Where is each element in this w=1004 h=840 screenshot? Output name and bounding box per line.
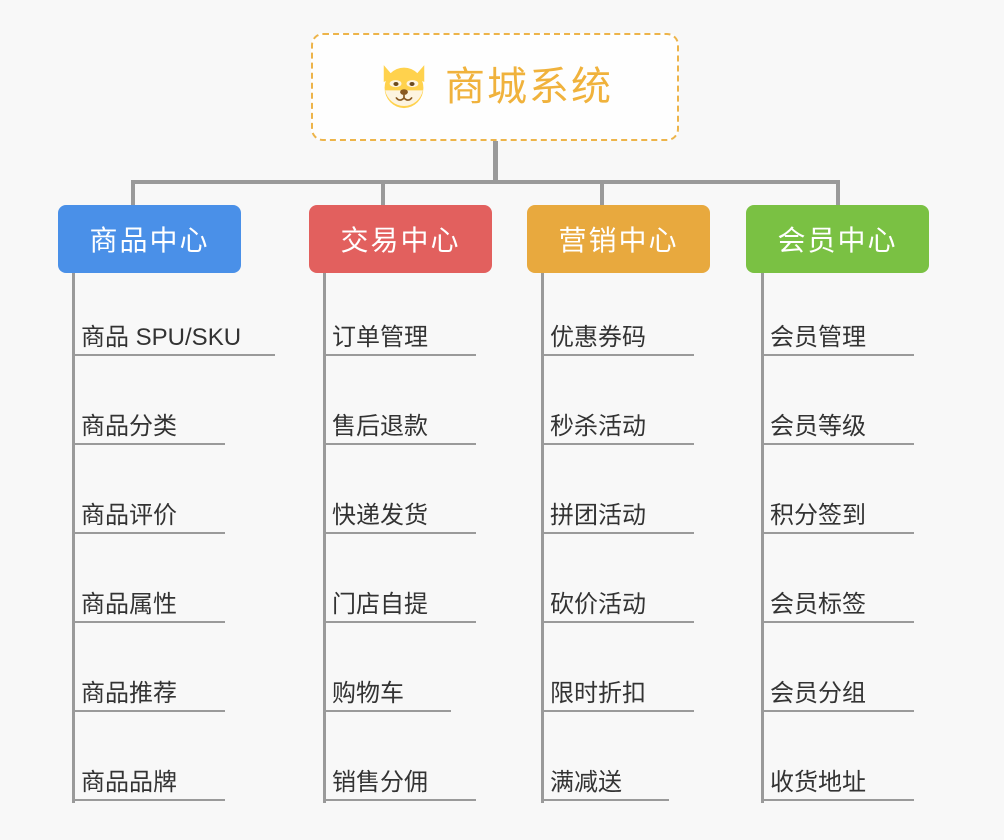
category-header-trade-center[interactable]: 交易中心 (309, 205, 492, 273)
leaf-item[interactable]: 会员等级 (764, 399, 914, 445)
leaf-item[interactable]: 秒杀活动 (544, 399, 694, 445)
leaf-item[interactable]: 会员分组 (764, 666, 914, 712)
root-title: 商城系统 (445, 65, 613, 109)
connector-root-stem (493, 141, 498, 183)
leaf-item[interactable]: 收货地址 (764, 755, 914, 801)
category-label: 交易中心 (340, 225, 461, 256)
leaf-label: 拼团活动 (550, 501, 646, 529)
category-header-marketing-center[interactable]: 营销中心 (527, 205, 710, 273)
leaf-item[interactable]: 销售分佣 (326, 755, 476, 801)
leaf-item[interactable]: 商品 SPU/SKU (75, 310, 275, 356)
column-spine-2 (323, 273, 326, 803)
leaf-label: 商品 SPU/SKU (81, 323, 242, 351)
leaf-item[interactable]: 商品推荐 (75, 666, 225, 712)
leaf-label: 积分签到 (770, 501, 866, 529)
leaf-item[interactable]: 会员标签 (764, 577, 914, 623)
leaf-label: 商品推荐 (81, 679, 177, 707)
connector-bus-line (131, 180, 840, 184)
leaf-label: 门店自提 (332, 590, 428, 618)
leaf-item[interactable]: 订单管理 (326, 310, 476, 356)
category-header-member-center[interactable]: 会员中心 (746, 205, 929, 273)
root-node-shop-system[interactable]: 商城系统 (311, 33, 679, 141)
leaf-label: 商品属性 (81, 590, 177, 618)
category-label: 会员中心 (777, 225, 898, 256)
column-spine-3 (541, 273, 544, 803)
leaf-item[interactable]: 限时折扣 (544, 666, 694, 712)
leaf-label: 快递发货 (332, 501, 428, 529)
leaf-label: 会员等级 (770, 412, 866, 440)
leaf-item[interactable]: 商品属性 (75, 577, 225, 623)
leaf-item[interactable]: 拼团活动 (544, 488, 694, 534)
dog-face-icon (377, 60, 431, 114)
connector-drop-1 (131, 180, 135, 205)
leaf-label: 销售分佣 (332, 768, 428, 796)
leaf-item[interactable]: 商品分类 (75, 399, 225, 445)
leaf-item[interactable]: 商品评价 (75, 488, 225, 534)
leaf-item[interactable]: 积分签到 (764, 488, 914, 534)
leaf-item[interactable]: 会员管理 (764, 310, 914, 356)
connector-drop-3 (600, 180, 604, 205)
leaf-label: 商品分类 (81, 412, 177, 440)
connector-drop-2 (381, 180, 385, 205)
leaf-label: 售后退款 (332, 412, 428, 440)
leaf-label: 商品品牌 (81, 768, 177, 796)
leaf-item[interactable]: 商品品牌 (75, 755, 225, 801)
leaf-label: 商品评价 (81, 501, 177, 529)
leaf-label: 会员标签 (770, 590, 866, 618)
leaf-item[interactable]: 售后退款 (326, 399, 476, 445)
leaf-label: 秒杀活动 (550, 412, 646, 440)
leaf-item[interactable]: 快递发货 (326, 488, 476, 534)
leaf-item[interactable]: 购物车 (326, 666, 451, 712)
leaf-label: 限时折扣 (550, 679, 646, 707)
category-header-product-center[interactable]: 商品中心 (58, 205, 241, 273)
leaf-label: 满减送 (550, 768, 622, 796)
leaf-item[interactable]: 门店自提 (326, 577, 476, 623)
leaf-label: 订单管理 (332, 323, 428, 351)
leaf-label: 会员管理 (770, 323, 866, 351)
leaf-item[interactable]: 砍价活动 (544, 577, 694, 623)
leaf-item[interactable]: 满减送 (544, 755, 669, 801)
column-spine-4 (761, 273, 764, 803)
leaf-label: 会员分组 (770, 679, 866, 707)
leaf-label: 购物车 (332, 679, 404, 707)
leaf-label: 优惠券码 (550, 323, 646, 351)
category-label: 商品中心 (89, 225, 210, 256)
leaf-label: 收货地址 (770, 768, 866, 796)
category-label: 营销中心 (558, 225, 679, 256)
leaf-label: 砍价活动 (550, 590, 646, 618)
column-spine-1 (72, 273, 75, 803)
connector-drop-4 (836, 180, 840, 205)
leaf-item[interactable]: 优惠券码 (544, 310, 694, 356)
